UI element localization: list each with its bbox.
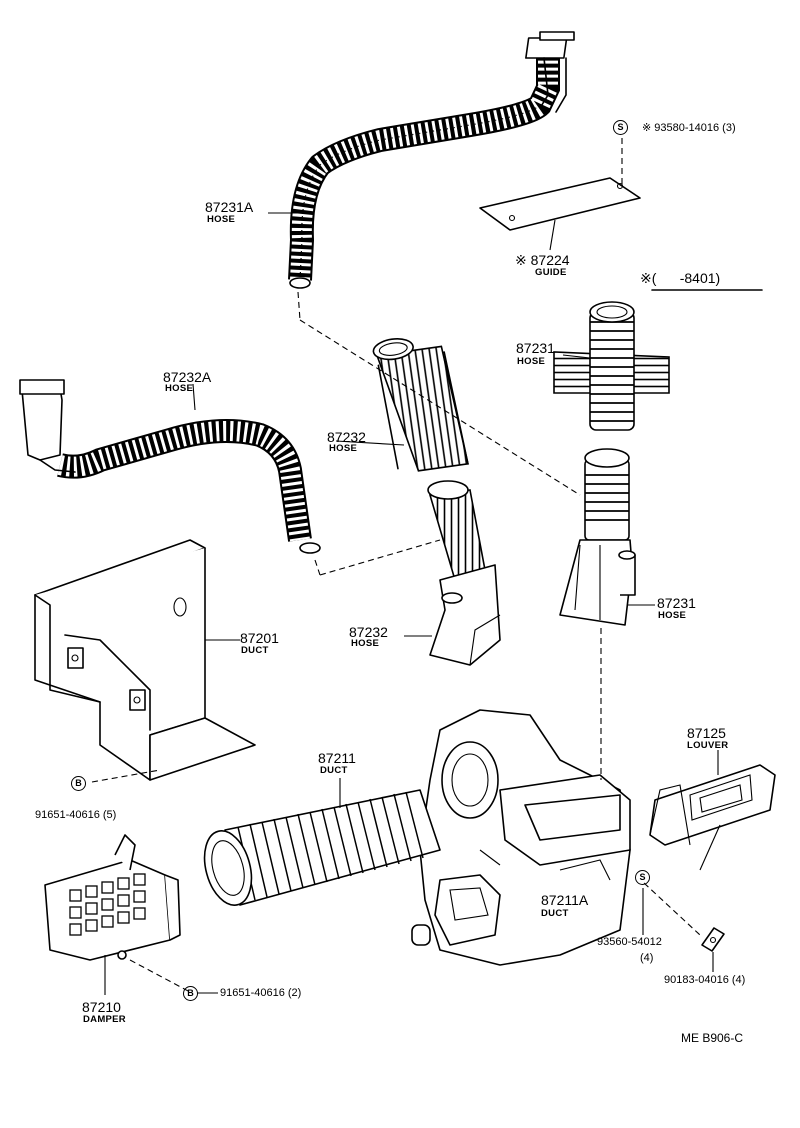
guide-87224-drawing [479, 138, 641, 251]
part-name-87231a: HOSE [207, 214, 236, 225]
heater-unit-drawing [411, 709, 631, 966]
fastener-clip-right: 90183-04016 (4) [664, 974, 746, 986]
louver-87125-drawing [649, 750, 776, 846]
screw-mark-icon: S [635, 870, 650, 885]
fastener-screw-right-qty: (4) [640, 952, 654, 964]
part-number-87211: 87211 [318, 750, 356, 766]
bolt-mark-icon: B [183, 986, 198, 1001]
fastener-screw-right: 93560-54012 [597, 936, 662, 948]
hose-87231-upper-drawing [553, 301, 670, 431]
hose-87232a-drawing [19, 379, 321, 554]
damper-87210-drawing [44, 834, 181, 995]
hose-87232-lower-drawing [404, 480, 501, 666]
part-number-87201: 87201 [240, 630, 279, 646]
part-name-87232a: HOSE [165, 383, 194, 394]
note-mark: ※ [640, 270, 652, 286]
duct-87211-drawing [203, 778, 441, 906]
part-name-87232-lower: HOSE [351, 638, 380, 649]
fastener-screw-top: ※ 93580-14016 (3) [642, 123, 736, 134]
part-name-87201: DUCT [241, 645, 269, 656]
part-number-87231-lower: 87231 [657, 595, 696, 611]
part-name-87231-upper: HOSE [517, 356, 546, 367]
part-name-87224: GUIDE [535, 267, 567, 278]
duct-87201-drawing [34, 539, 256, 781]
part-name-87211a: DUCT [541, 908, 569, 919]
fastener-code: 93580-14016 (3) [654, 122, 736, 134]
connection-lines [91, 212, 763, 994]
part-number-87231a: 87231A [205, 199, 254, 215]
part-number-87232-lower: 87232 [349, 624, 388, 640]
part-number-87232-upper: 87232 [327, 429, 366, 445]
bolt-mark-icon: B [71, 776, 86, 791]
part-name-87232-upper: HOSE [329, 443, 358, 454]
applicability-note: ※( -8401) [640, 271, 720, 285]
part-number-87232a: 87232A [163, 369, 212, 385]
note-mark: ※ [515, 252, 527, 268]
part-number-87125: 87125 [687, 725, 726, 741]
hose-87232-upper-drawing [335, 338, 469, 472]
part-number-87224-value: 87224 [530, 252, 570, 268]
part-number-87211a: 87211A [541, 892, 589, 908]
fastener-bolt-upper: 91651-40616 (5) [35, 809, 117, 821]
applicability-range: ( -8401) [651, 270, 721, 286]
part-name-87125: LOUVER [687, 740, 729, 751]
illustration-code: ME B906-C [681, 1031, 744, 1045]
note-mark: ※ [642, 122, 652, 134]
part-number-87210: 87210 [82, 999, 121, 1015]
clip-90183-drawing [701, 927, 725, 972]
part-number-87231-upper: 87231 [516, 340, 555, 356]
fastener-bolt-lower: 91651-40616 (2) [220, 987, 302, 999]
hose-87231-lower-drawing [559, 448, 655, 626]
screw-mark-icon: S [613, 120, 628, 135]
part-name-87211: DUCT [320, 765, 348, 776]
part-number-87224: ※ 87224 [515, 253, 570, 267]
part-name-87210: DAMPER [83, 1014, 126, 1025]
hose-87231a-drawing [288, 31, 575, 289]
part-name-87231-lower: HOSE [658, 610, 687, 621]
